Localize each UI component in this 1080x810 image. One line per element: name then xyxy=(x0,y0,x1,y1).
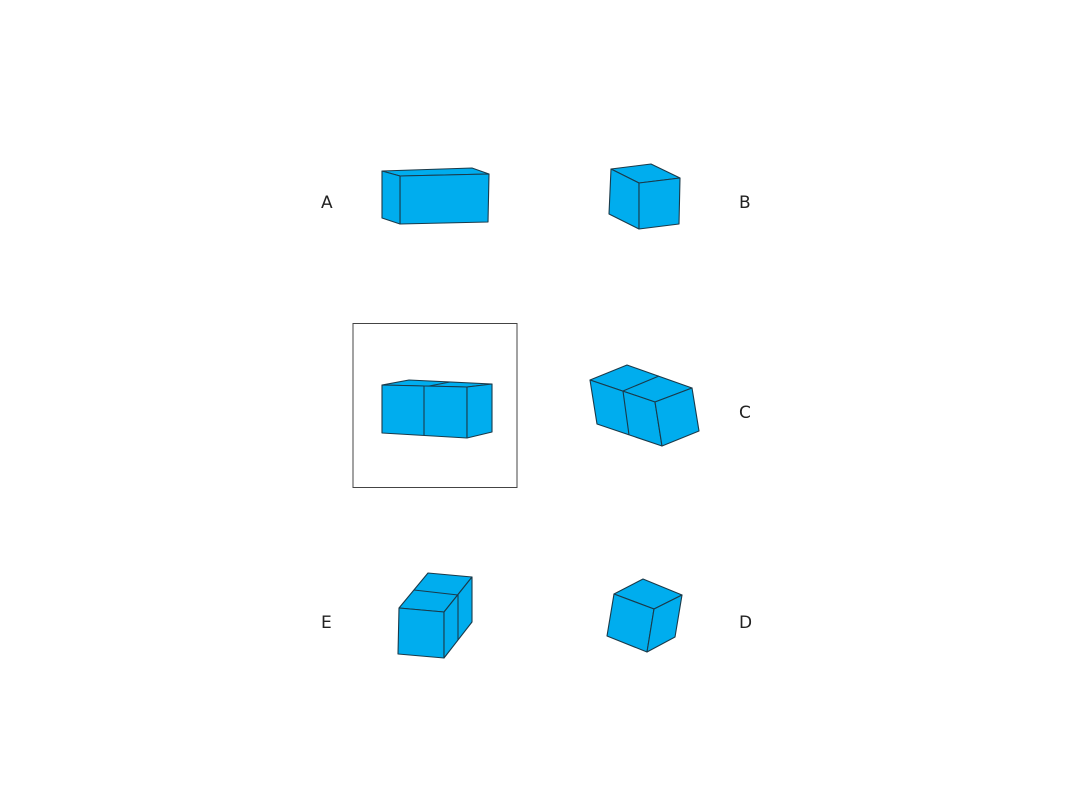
option-b-label: B xyxy=(739,193,751,213)
option-d-figure xyxy=(606,578,683,653)
option-e-label: E xyxy=(321,613,332,633)
reference-side-face xyxy=(466,383,493,439)
option-b[interactable]: B xyxy=(608,163,751,230)
option-a-side-face xyxy=(381,170,401,225)
option-c[interactable]: C xyxy=(589,364,751,447)
option-c-side-face xyxy=(654,387,700,447)
reference-figure xyxy=(352,323,518,488)
reference-frame xyxy=(352,323,518,488)
option-c-top-divider xyxy=(622,375,660,392)
option-c-figure xyxy=(589,364,700,447)
option-a-label: A xyxy=(321,193,333,213)
reference-block xyxy=(381,379,493,439)
option-e-front-face xyxy=(397,607,445,659)
option-e[interactable]: E xyxy=(321,572,473,659)
option-b-front-face xyxy=(638,177,681,230)
option-e-figure xyxy=(397,572,473,659)
option-c-label: C xyxy=(739,403,751,423)
option-d[interactable]: D xyxy=(606,578,752,653)
option-e-top-divider xyxy=(413,589,459,596)
option-a-figure xyxy=(381,167,490,225)
option-c-front-divider xyxy=(622,390,630,436)
option-d-label: D xyxy=(739,613,752,633)
option-a[interactable]: A xyxy=(321,167,490,225)
option-d-side-face xyxy=(646,594,683,653)
option-b-figure xyxy=(608,163,681,230)
option-a-front-face xyxy=(399,173,490,225)
